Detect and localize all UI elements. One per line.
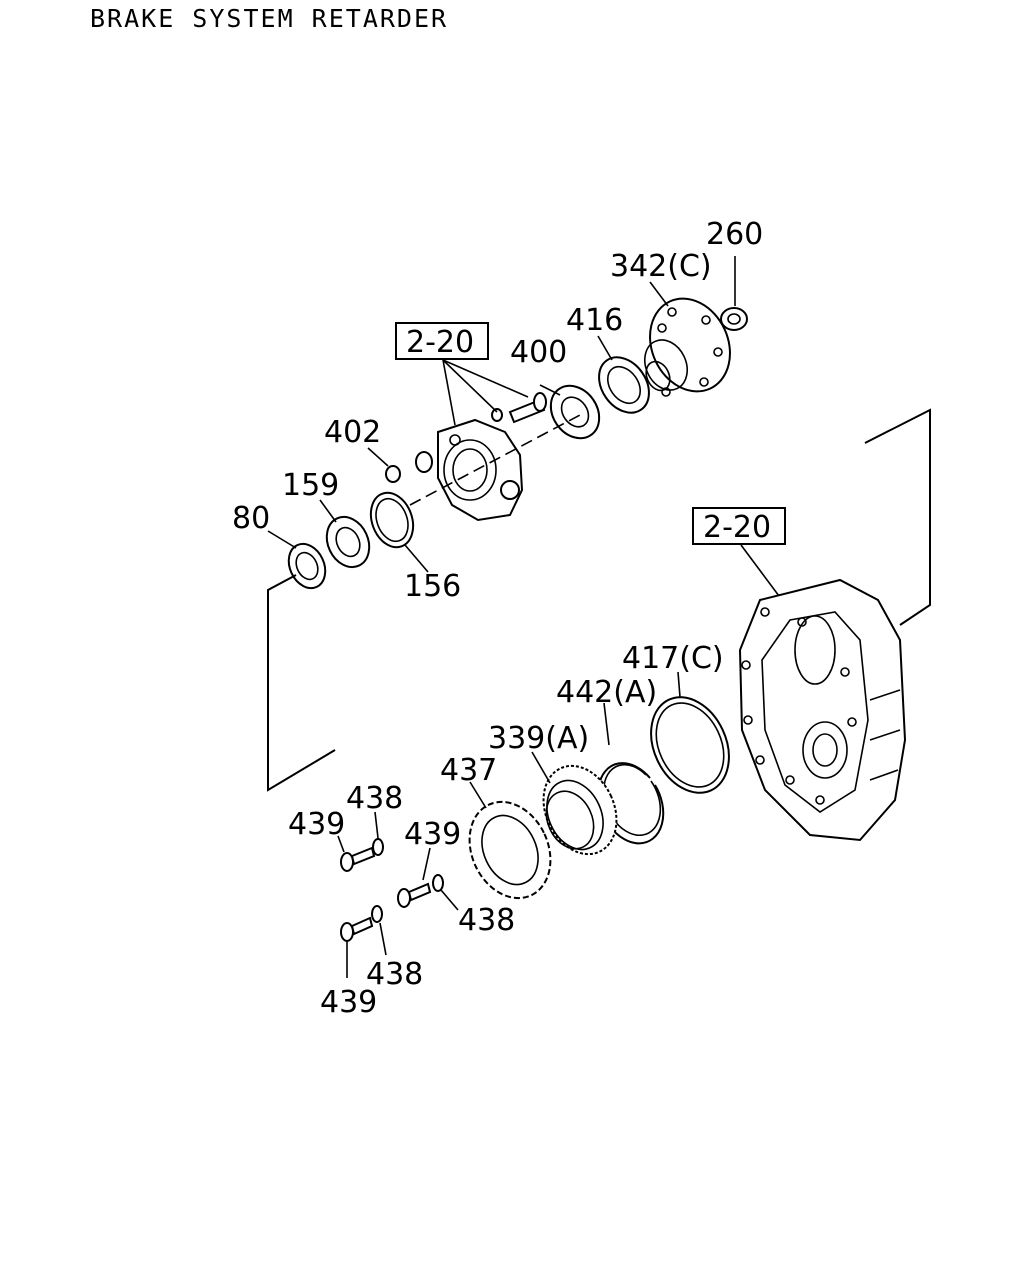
label-260: 260 (706, 217, 763, 252)
part-400-bearing (549, 384, 601, 440)
label-156: 156 (404, 569, 461, 604)
leader-ref-upper-1 (442, 359, 456, 426)
leader-80 (267, 530, 297, 549)
leader-439b (422, 847, 431, 881)
leader-439a (337, 835, 345, 853)
ref-box-lower (692, 507, 786, 545)
part-339a-gearring (542, 764, 618, 856)
leader-342c (649, 281, 669, 307)
leader-402 (367, 447, 389, 467)
part-438-washer-2 (432, 874, 444, 892)
label-416: 416 (566, 303, 623, 338)
part-439-screw-1 (340, 846, 376, 872)
ref-label-upper: 2-20 (406, 325, 474, 360)
label-439c: 439 (320, 985, 377, 1020)
part-438-washer-3 (371, 905, 383, 923)
axis-line-upper (409, 414, 581, 506)
label-442a: 442(A) (556, 675, 657, 710)
leader-ref-upper-2 (442, 359, 498, 413)
diagram-title: BRAKE SYSTEM RETARDER (90, 4, 449, 33)
leader-442a (603, 702, 610, 746)
part-80-seal (287, 542, 327, 590)
label-339a: 339(A) (488, 721, 589, 756)
label-402: 402 (324, 415, 381, 450)
leader-159 (319, 499, 337, 523)
leader-400 (539, 384, 561, 396)
leader-417c (677, 671, 681, 698)
label-439a: 439 (288, 807, 345, 842)
part-417c-ring (650, 696, 730, 794)
label-159: 159 (282, 468, 339, 503)
label-400: 400 (510, 335, 567, 370)
leader-437 (469, 781, 487, 809)
label-439b: 439 (404, 817, 461, 852)
part-260-nut (720, 307, 748, 331)
part-156-ring (369, 491, 415, 549)
connector-left (267, 574, 336, 792)
leader-416 (597, 335, 613, 361)
part-439-screw-2 (397, 882, 432, 908)
label-417c: 417(C) (622, 641, 724, 676)
leader-156 (404, 544, 429, 573)
part-437-toothed-plate (468, 800, 552, 900)
leader-438b (440, 889, 459, 911)
label-438c: 438 (366, 957, 423, 992)
label-80: 80 (232, 501, 270, 536)
part-402-washer (385, 451, 433, 483)
label-437: 437 (440, 753, 497, 788)
leader-438a (374, 811, 379, 839)
part-342c-flange (644, 297, 731, 397)
label-342c: 342(C) (610, 249, 712, 284)
part-bolt-upper (491, 392, 547, 424)
leader-438c (379, 922, 387, 956)
part-438-washer-1 (372, 838, 384, 856)
label-438a: 438 (346, 781, 403, 816)
part-housing-lower (738, 578, 907, 842)
ref-box-upper (395, 322, 489, 360)
ref-label-lower: 2-20 (703, 510, 771, 545)
connector-right (864, 408, 931, 626)
part-housing-upper (437, 418, 524, 522)
part-159-nut (325, 515, 371, 569)
leader-339a (531, 751, 551, 784)
part-416-seal (598, 356, 650, 414)
part-439-screw-3 (340, 916, 374, 942)
leader-ref-upper-3 (442, 359, 529, 398)
label-438b: 438 (458, 903, 515, 938)
leader-ref-lower (740, 544, 783, 601)
